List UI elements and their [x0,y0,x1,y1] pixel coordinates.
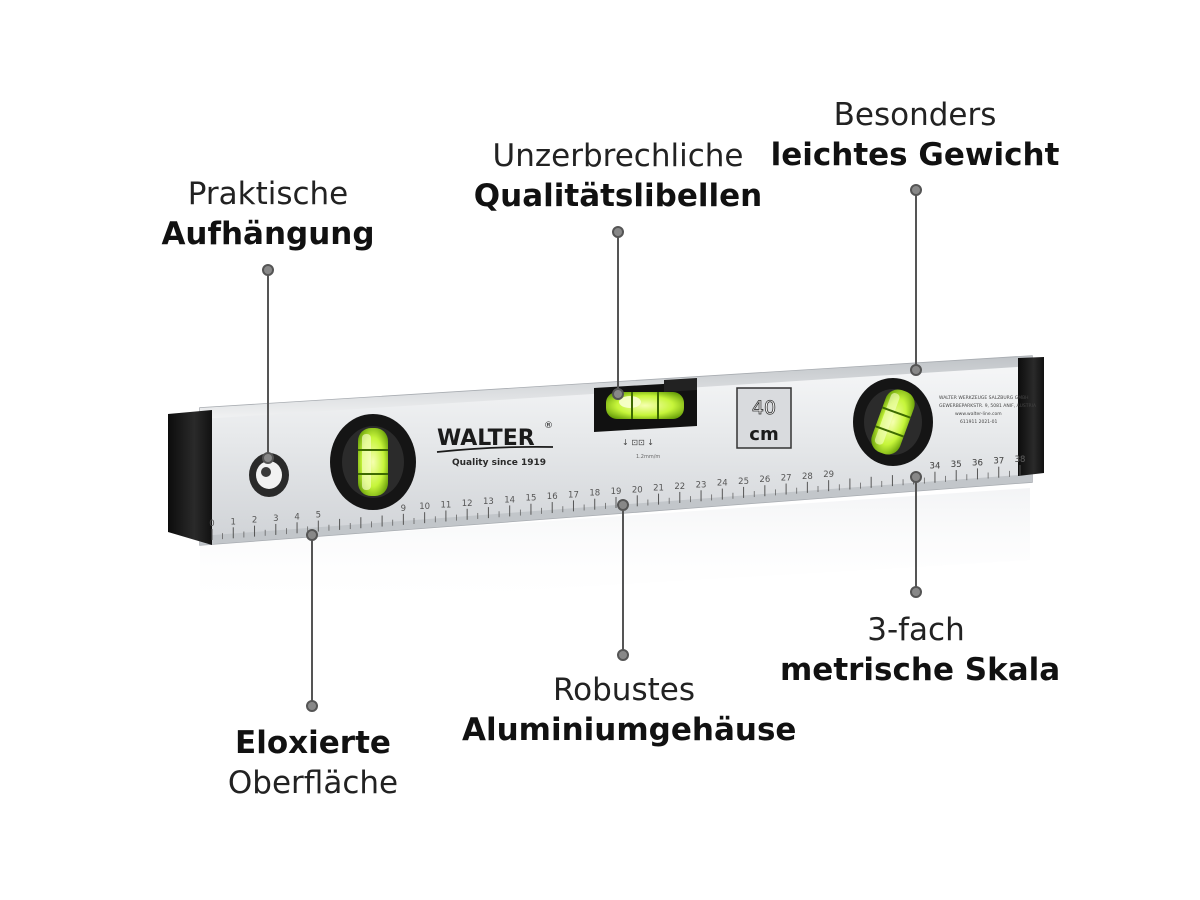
scale-number: 36 [972,458,983,468]
metric-scale-numbers-top: 34 35 36 37 38 [930,455,1026,472]
scale-number: 28 [802,472,813,482]
scale-number: 22 [674,482,685,492]
scale-number-top: 35 [951,460,962,470]
scale-number: 14 [504,495,515,505]
callout-surface-regular: Oberfläche [227,765,399,801]
scale-number-top: 37 [993,457,1004,467]
scale-number-top: 36 [972,458,983,468]
callout-weight: Besonders leichtes Gewicht [770,95,1060,175]
svg-text:↓ ⊡⊡ ↓: ↓ ⊡⊡ ↓ [622,438,654,447]
scale-number: 15 [526,494,537,504]
maker-line-4: 611911 2021-01 [960,419,998,425]
callout-surface: Eloxierte Oberfläche [212,723,414,803]
scale-number: 20 [632,485,643,495]
callout-surface-bold: Eloxierte [235,725,391,761]
right-endcap [1018,357,1044,476]
length-badge: 40 cm [736,387,792,449]
callout-weight-regular: Besonders [833,97,997,133]
scale-number: 1 [231,517,236,527]
scale-number: 10 [419,502,430,512]
callout-scale-bold: metrische Skala [780,652,1061,688]
scale-number: 13 [483,497,494,507]
metric-scale-ticks [211,465,1021,540]
scale-number: 17 [568,490,579,500]
scale-number: 23 [696,480,707,490]
hanging-hole [249,453,289,497]
scale-number: 18 [589,489,600,499]
scale-number-top: 38 [1015,455,1026,465]
scale-number: 27 [781,474,792,484]
right-angle-vial [853,378,933,466]
brand-logo: WALTER ® Quality since 1919 [436,421,554,468]
scale-number: 0 [209,519,214,529]
maker-info: WALTER WERKZEUGE SALZBURG GMBH GEWERBEPA… [939,395,1037,425]
callout-hanging: Praktische Aufhängung [150,174,386,254]
scale-number: 38 [1015,455,1026,465]
scale-number: 21 [653,484,664,494]
brand-tagline: Quality since 1919 [452,458,546,468]
callout-vials: Unzerbrechliche Qualitätslibellen [468,136,768,216]
scale-number: 25 [738,477,749,487]
leader-lines [262,184,922,712]
brand-registered-mark: ® [544,421,553,431]
callout-weight-bold: leichtes Gewicht [770,137,1060,173]
scale-number: 12 [462,499,473,509]
maker-line-1: WALTER WERKZEUGE SALZBURG GMBH [939,395,1029,401]
maker-line-2: GEWERBEPARKSTR. 9, 5081 ANIF, AUSTRIA [939,403,1037,409]
length-value: 40 [752,397,776,419]
scale-number: 2 [252,516,257,526]
callout-hanging-bold: Aufhängung [161,216,375,252]
callout-vials-regular: Unzerbrechliche [492,138,744,174]
scale-number: 19 [611,487,622,497]
scale-number: 5 [316,511,321,521]
scale-number: 35 [951,460,962,470]
scale-number: 3 [273,514,278,524]
maker-line-3: www.walter-line.com [955,411,1002,417]
scale-number: 24 [717,479,728,489]
callout-vials-bold: Qualitätslibellen [473,178,763,214]
left-endcap [168,410,212,545]
length-unit: cm [749,424,778,445]
svg-text:1.2mm/m: 1.2mm/m [636,454,660,460]
callout-scale-regular: 3-fach [867,612,965,648]
scale-number: 11 [440,500,451,510]
scale-number: 26 [759,475,770,485]
scale-number: 34 [930,462,941,472]
scale-number: 9 [401,504,406,514]
callout-hanging-regular: Praktische [187,176,349,212]
callout-housing-bold: Aluminiumgehäuse [462,712,797,748]
floor-reflection [200,488,1030,610]
level-bottom-edge [200,474,1032,545]
scale-number: 29 [823,470,834,480]
scale-number: 16 [547,492,558,502]
callout-housing-regular: Robustes [553,672,695,708]
scale-number: 37 [993,457,1004,467]
scale-number: 4 [294,512,299,522]
callout-housing: Robustes Aluminiumgehäuse [462,670,797,750]
callout-scale: 3-fach metrische Skala [780,610,1061,690]
scale-number-top: 34 [930,462,941,472]
left-vertical-vial [330,414,416,510]
